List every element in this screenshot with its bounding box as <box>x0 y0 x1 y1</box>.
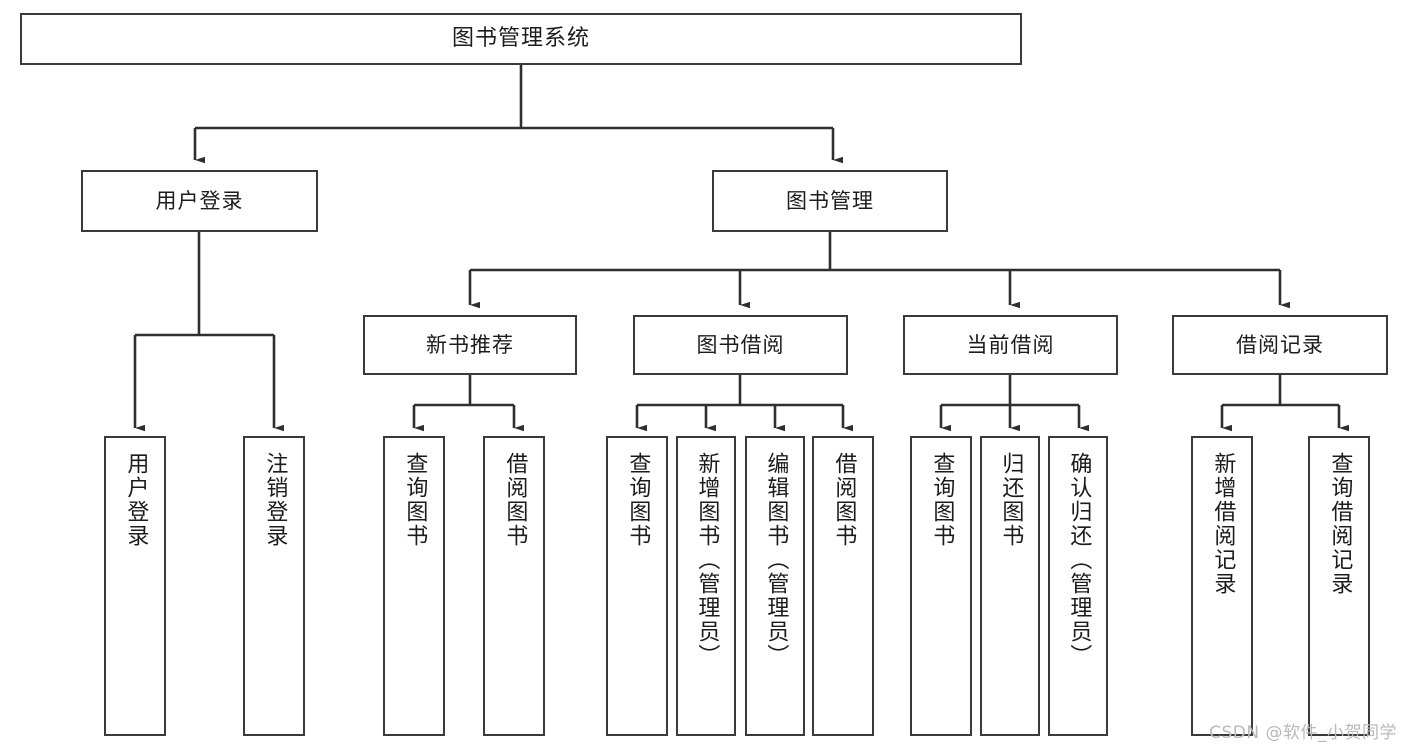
leaf-book-borrow-borrow-book[interactable]: 借阅图书 <box>812 436 874 736</box>
leaf-label: 编辑图书（管理员） <box>763 452 789 668</box>
node-book-borrow[interactable]: 图书借阅 <box>633 315 848 375</box>
leaf-label: 查询图书 <box>625 452 651 548</box>
leaf-label: 查询图书 <box>929 452 955 548</box>
node-root-book-management-system[interactable]: 图书管理系统 <box>20 13 1022 65</box>
leaf-book-borrow-query-book[interactable]: 查询图书 <box>606 436 668 736</box>
leaf-borrow-record-add-record[interactable]: 新增借阅记录 <box>1191 436 1253 736</box>
leaf-borrow-record-query-record[interactable]: 查询借阅记录 <box>1308 436 1370 736</box>
node-new-book-recommend[interactable]: 新书推荐 <box>363 315 577 375</box>
leaf-label: 注销登录 <box>262 452 288 548</box>
leaf-new-book-query-book[interactable]: 查询图书 <box>383 436 445 736</box>
leaf-label: 用户登录 <box>123 452 149 548</box>
leaf-book-borrow-edit-book[interactable]: 编辑图书（管理员） <box>745 436 805 736</box>
leaf-current-borrow-confirm-return[interactable]: 确认归还（管理员） <box>1048 436 1108 736</box>
leaf-label: 归还图书 <box>998 452 1024 548</box>
node-book-management[interactable]: 图书管理 <box>712 170 948 232</box>
leaf-label: 借阅图书 <box>831 452 857 548</box>
leaf-book-borrow-add-book[interactable]: 新增图书（管理员） <box>676 436 736 736</box>
leaf-label: 确认归还（管理员） <box>1066 452 1092 668</box>
node-current-borrow[interactable]: 当前借阅 <box>903 315 1118 375</box>
csdn-watermark: CSDN @软件_小贺同学 <box>1209 723 1397 743</box>
node-borrow-record[interactable]: 借阅记录 <box>1172 315 1388 375</box>
leaf-current-borrow-return-book[interactable]: 归还图书 <box>980 436 1040 736</box>
leaf-label: 借阅图书 <box>502 452 528 548</box>
leaf-new-book-borrow-book[interactable]: 借阅图书 <box>483 436 545 736</box>
leaf-user-login-logout[interactable]: 注销登录 <box>243 436 305 736</box>
leaf-user-login-login[interactable]: 用户登录 <box>104 436 166 736</box>
leaf-label: 新增图书（管理员） <box>694 452 720 668</box>
node-user-login[interactable]: 用户登录 <box>81 170 318 232</box>
leaf-current-borrow-query-book[interactable]: 查询图书 <box>910 436 972 736</box>
leaf-label: 查询图书 <box>402 452 428 548</box>
leaf-label: 新增借阅记录 <box>1210 452 1236 596</box>
leaf-label: 查询借阅记录 <box>1327 452 1353 596</box>
